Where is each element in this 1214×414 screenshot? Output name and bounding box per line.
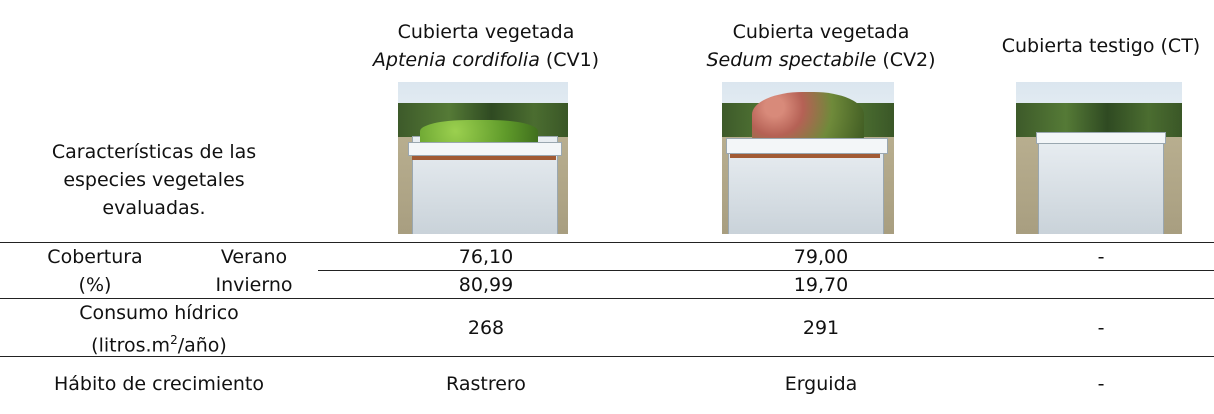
cell-habito-ct: -	[1097, 373, 1105, 395]
cell-consumo-cv1: 268	[467, 317, 505, 339]
photo-cv1	[398, 82, 568, 234]
sublabel-invierno: Invierno	[215, 274, 293, 296]
habito-label: Hábito de crecimiento	[53, 373, 265, 395]
photo-ct	[1016, 82, 1182, 234]
corner-label: Características de las especies vegetale…	[51, 141, 257, 219]
cell-consumo-ct: -	[1097, 317, 1105, 339]
cobertura-label-line1: Cobertura	[47, 246, 143, 268]
column-header-cv1-code: (CV1)	[539, 49, 600, 71]
consumo-label-line1: Consumo hídrico	[79, 302, 239, 324]
consumo-label: Consumo hídrico (litros.m2/año)	[0, 300, 318, 359]
column-header-cv1: Cubierta vegetada Aptenia cordifolia (CV…	[318, 18, 654, 74]
photo-cv2	[722, 82, 894, 234]
cobertura-label-line2: (%)	[78, 274, 112, 296]
cell-consumo-cv2: 291	[802, 317, 840, 339]
cell-invierno-cv2: 19,70	[793, 274, 849, 296]
column-header-cv2-code: (CV2)	[876, 49, 936, 71]
consumo-label-pre: (litros.m	[91, 334, 171, 357]
consumo-label-sup: 2	[170, 333, 178, 347]
column-header-cv1-title: Cubierta vegetada	[397, 21, 575, 43]
column-header-ct: Cubierta testigo (CT)	[1001, 35, 1201, 57]
consumo-label-post: /año)	[177, 334, 227, 357]
rule-consumo-bottom	[0, 356, 1214, 357]
column-header-cv2-title: Cubierta vegetada	[732, 21, 910, 43]
sublabel-verano: Verano	[220, 246, 288, 268]
rule-verano-bottom	[318, 270, 1214, 271]
column-header-cv2-species: Sedum spectabile	[706, 49, 877, 71]
column-header-cv2: Cubierta vegetada Sedum spectabile (CV2)	[654, 18, 988, 74]
column-header-cv1-species: Aptenia cordifolia	[372, 49, 540, 71]
cell-verano-ct: -	[1097, 246, 1105, 268]
cell-habito-cv1: Rastrero	[446, 373, 526, 395]
cell-verano-cv1: 76,10	[458, 246, 514, 268]
cell-verano-cv2: 79,00	[793, 246, 849, 268]
cell-invierno-cv1: 80,99	[458, 274, 514, 296]
cell-habito-cv2: Erguida	[784, 373, 858, 395]
cobertura-label: Cobertura (%)	[0, 243, 190, 299]
rule-header-bottom	[0, 242, 1214, 243]
rule-cobertura-bottom	[0, 298, 1214, 299]
